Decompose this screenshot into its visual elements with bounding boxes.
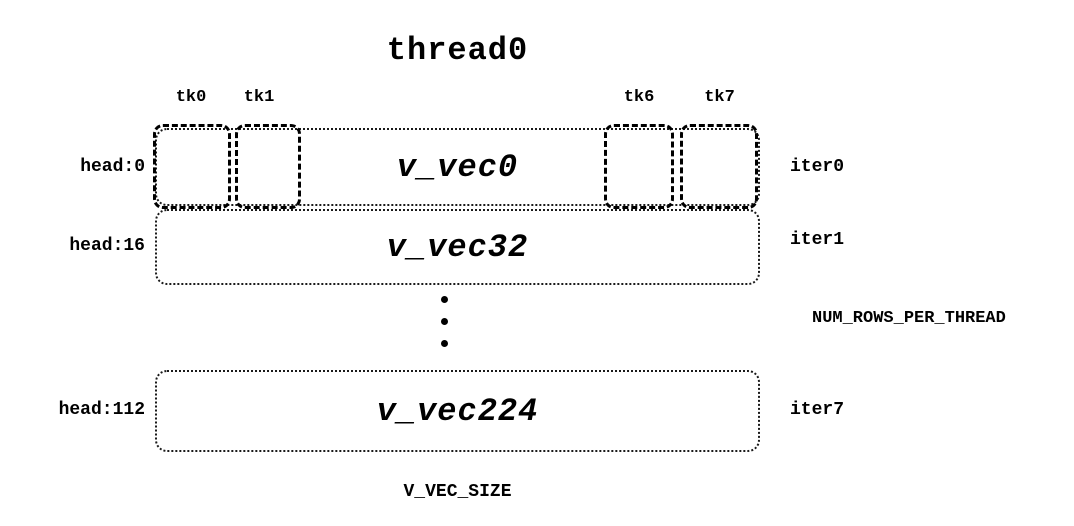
tk7-label: tk7 <box>704 88 735 107</box>
vec0-label: v_vec0 <box>396 148 519 186</box>
head0-label: head:0 <box>80 157 145 177</box>
head16-label: head:16 <box>69 236 145 256</box>
vec224-label: v_vec224 <box>376 392 539 430</box>
tk0-label: tk0 <box>175 88 207 107</box>
tk7-box <box>680 124 758 209</box>
head112-label: head:112 <box>58 400 145 420</box>
num-rows-per-thread-label: NUM_ROWS_PER_THREAD <box>812 309 1006 328</box>
tk1-label: tk1 <box>243 88 275 107</box>
row-box-iter0: v_vec0 <box>155 128 760 206</box>
tk1-box <box>235 124 301 209</box>
vec32-label: v_vec32 <box>386 228 529 266</box>
vertical-ellipsis-icon <box>441 296 448 347</box>
iter0-label: iter0 <box>790 157 845 177</box>
diagram-title: thread0 <box>386 32 529 69</box>
row-box-iter1: v_vec32 <box>155 209 760 285</box>
iter1-label: iter1 <box>790 230 845 250</box>
tk0-box <box>153 124 231 209</box>
v-vec-size-label: V_VEC_SIZE <box>403 482 512 502</box>
tk6-label: tk6 <box>623 88 655 107</box>
row-box-iter7: v_vec224 <box>155 370 760 452</box>
tk6-box <box>604 124 674 209</box>
iter7-label: iter7 <box>790 400 845 420</box>
